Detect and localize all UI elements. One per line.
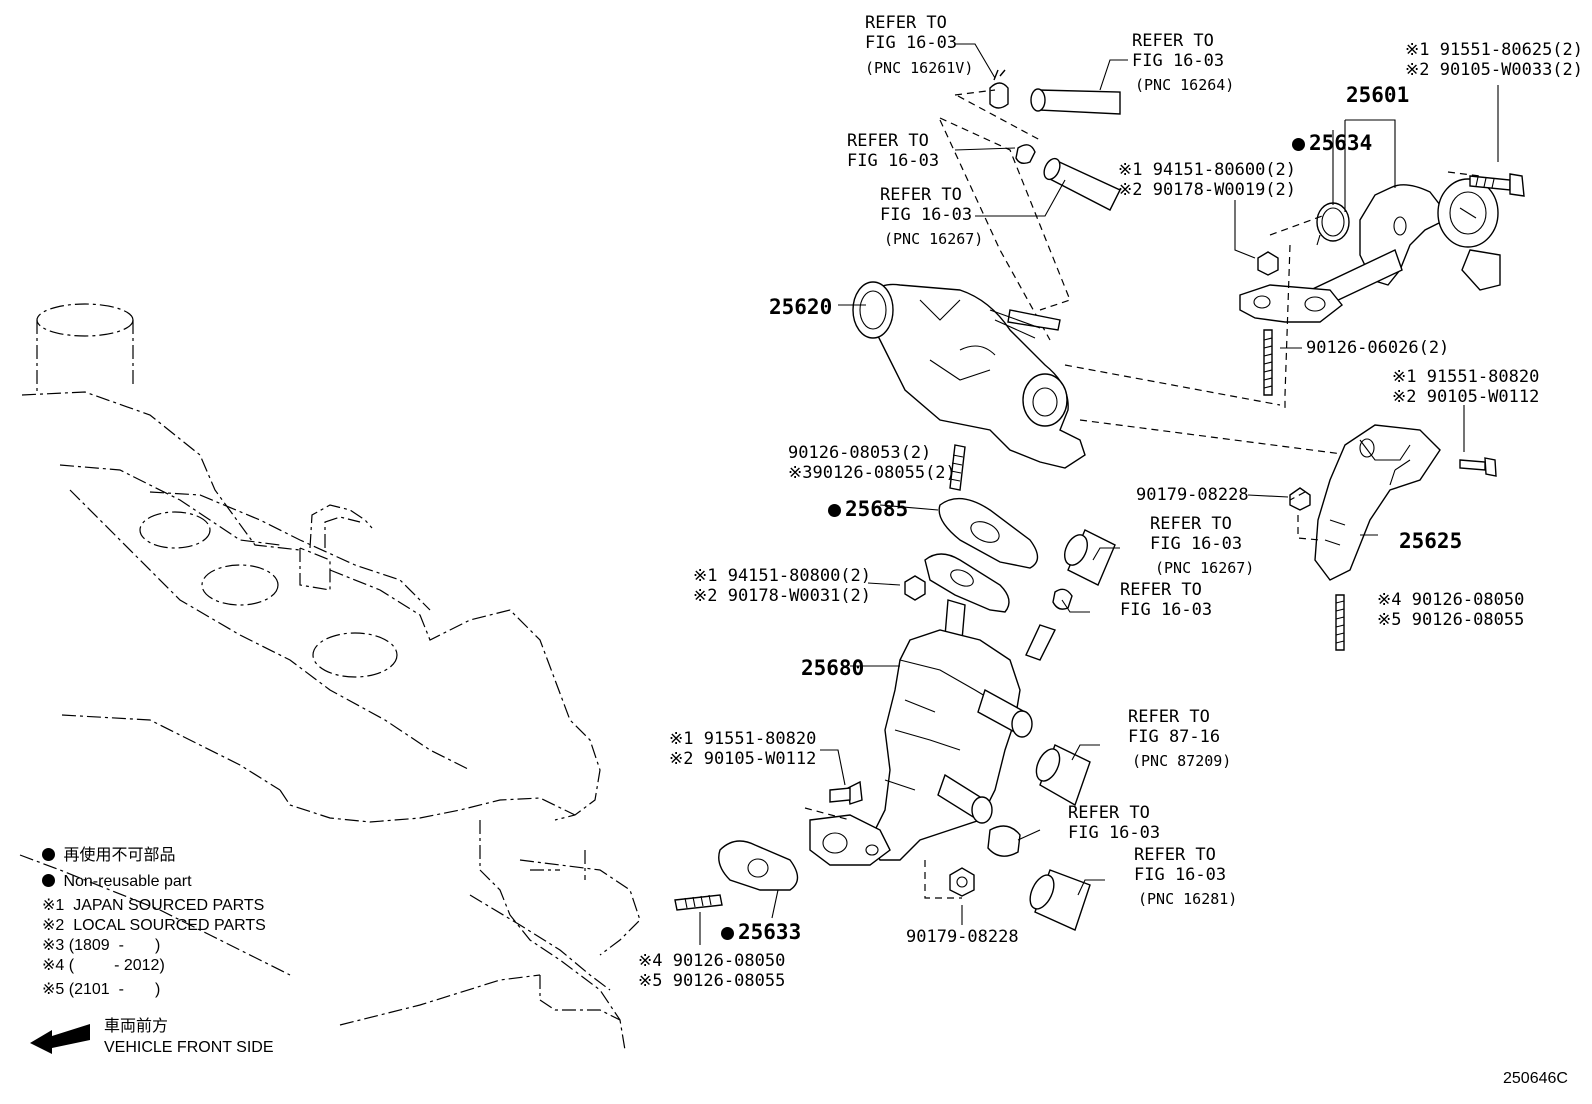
hoses-cooler	[987, 529, 1116, 931]
nonreusable-dot-icon	[1292, 138, 1305, 151]
hw-label-10: 90179-08228	[906, 927, 1019, 947]
nonreusable-dot-icon	[828, 504, 841, 517]
nonreusable-dot-icon	[42, 848, 55, 861]
part-25625[interactable]: 25625	[1399, 529, 1463, 553]
callout-7-pnc: (PNC 87209)	[1132, 752, 1232, 770]
callout-4: REFER TO FIG 16-03	[880, 185, 973, 225]
legend-note-5: ※5 (2101 - )	[42, 981, 161, 998]
callout-5: REFER TO FIG 16-03	[1150, 514, 1243, 554]
front-arrow-icon	[30, 1024, 90, 1054]
callout-2: REFER TO FIG 16-03	[1132, 31, 1225, 71]
callout-6: REFER TO FIG 16-03	[1120, 580, 1213, 620]
part-25685[interactable]: 25685	[828, 497, 908, 521]
hw-label-1: ※1 91551-80625(2) ※2 90105-W0033(2)	[1405, 40, 1584, 80]
nonreusable-dot-icon	[721, 927, 734, 940]
hw-label-2: ※1 94151-80600(2) ※2 90178-W0019(2)	[1118, 160, 1297, 200]
hw-label-8: ※4 90126-08050 ※5 90126-08055	[1377, 590, 1525, 630]
hw-label-5: 90126-08053(2) ※390126-08055(2)	[788, 443, 956, 483]
callout-3: REFER TO FIG 16-03	[847, 131, 940, 171]
callout-9: REFER TO FIG 16-03	[1134, 845, 1227, 885]
hw-label-11: ※4 90126-08050 ※5 90126-08055	[638, 951, 786, 991]
hw-label-6: 90179-08228	[1136, 485, 1249, 505]
figure-id: 250646C	[1503, 1070, 1568, 1087]
bracket-25625	[1289, 424, 1497, 651]
gasket-25685	[938, 444, 1039, 569]
leader-lines	[699, 43, 1499, 945]
hoses-top	[939, 69, 1121, 341]
hw-label-4: ※1 91551-80820 ※2 90105-W0112	[1392, 367, 1540, 407]
callout-5-pnc: (PNC 16267)	[1155, 559, 1255, 577]
hw-label-3: 90126-06026(2)	[1306, 338, 1450, 358]
legend-front-jp: 車両前方	[104, 1018, 169, 1035]
callout-8: REFER TO FIG 16-03	[1068, 803, 1161, 843]
legend-note-3: ※3 (1809 - )	[42, 937, 161, 954]
callout-9-pnc: (PNC 16281)	[1138, 890, 1238, 908]
legend-nonreusable-jp: 再使用不可部品	[42, 846, 175, 866]
legend-note-4: ※4 ( - 2012)	[42, 957, 165, 974]
part-25620[interactable]: 25620	[769, 295, 833, 319]
part-25601[interactable]: 25601	[1346, 83, 1410, 107]
part-25680[interactable]: 25680	[801, 656, 865, 680]
callout-2-pnc: (PNC 16264)	[1135, 76, 1235, 94]
hw-label-9: ※1 91551-80820 ※2 90105-W0112	[669, 729, 817, 769]
callout-1-pnc: (PNC 16261V)	[865, 59, 974, 77]
callout-4-pnc: (PNC 16267)	[884, 230, 984, 248]
part-25634[interactable]: 25634	[1292, 131, 1372, 155]
callout-7: REFER TO FIG 87-16	[1128, 707, 1221, 747]
legend-front-en: VEHICLE FRONT SIDE	[104, 1039, 274, 1056]
nonreusable-dot-icon	[42, 874, 55, 887]
hw-label-7: ※1 94151-80800(2) ※2 90178-W0031(2)	[693, 566, 872, 606]
legend-note-2: ※2 LOCAL SOURCED PARTS	[42, 917, 266, 934]
egr-valve-25620	[852, 281, 1086, 469]
legend-note-1: ※1 JAPAN SOURCED PARTS	[42, 897, 265, 914]
egr-pipe-25601	[1064, 171, 1525, 456]
callout-1: REFER TO FIG 16-03	[865, 13, 958, 53]
legend-nonreusable-en: Non-reusable part	[42, 872, 192, 892]
engine-outline	[19, 303, 641, 1051]
egr-cooler-25680	[674, 553, 1056, 911]
part-25633[interactable]: 25633	[721, 920, 801, 944]
